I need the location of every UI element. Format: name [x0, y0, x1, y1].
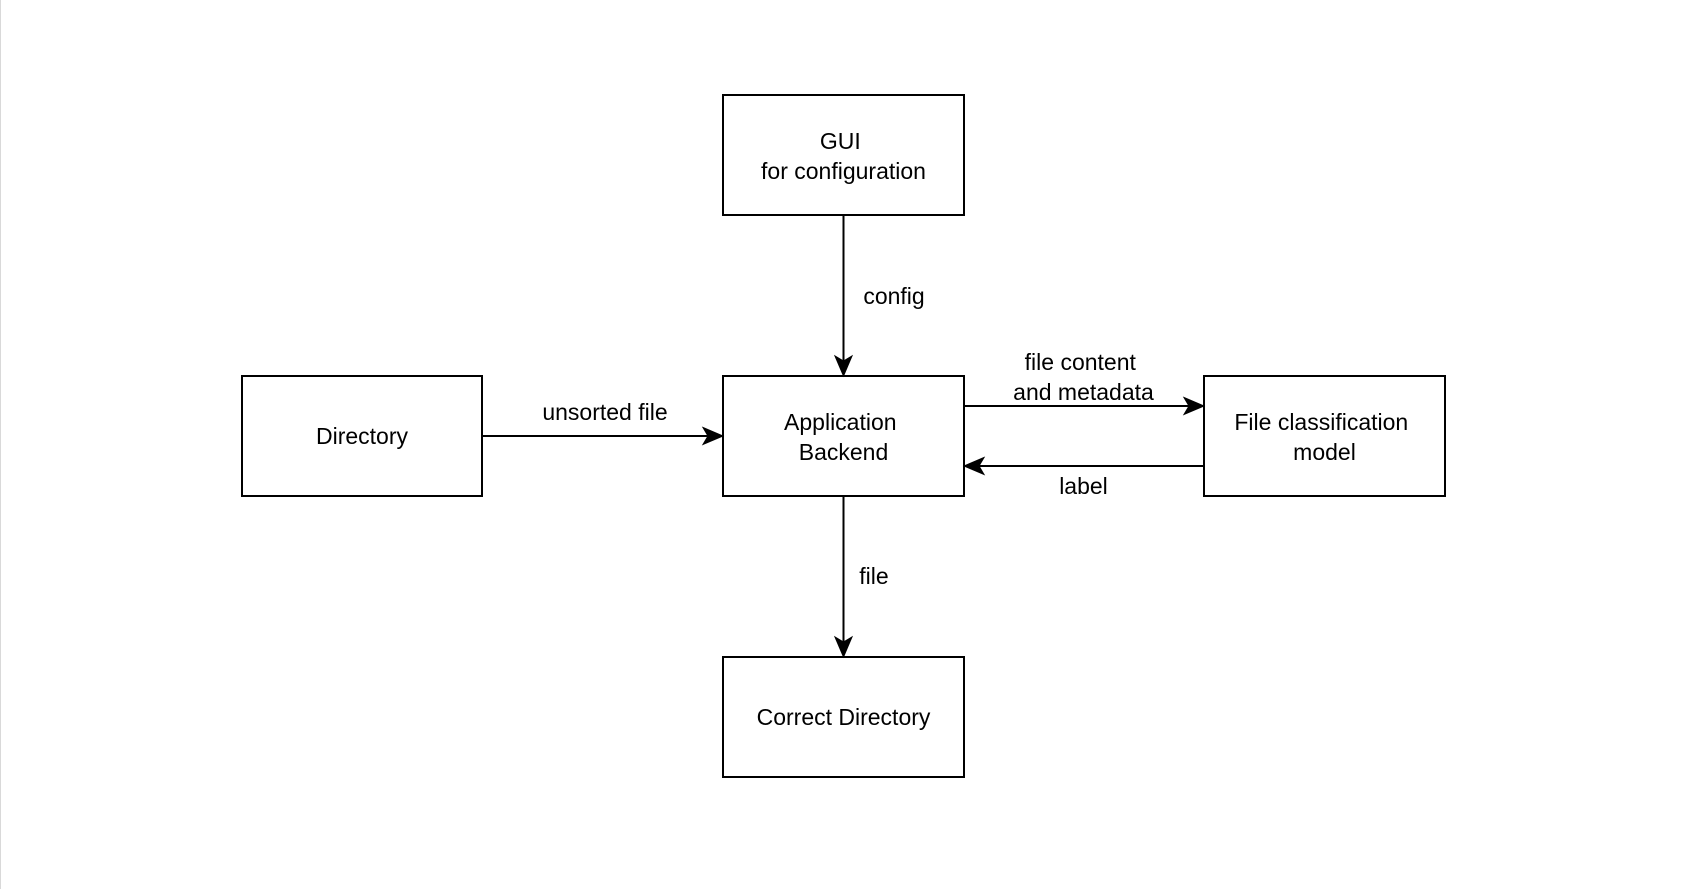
edge-file-content-line-1: file content — [1025, 349, 1137, 375]
edge-file-content-label: file content and metadata — [1013, 349, 1154, 405]
node-classifier-line-2: model — [1293, 439, 1356, 465]
node-gui-line-2: for configuration — [761, 158, 926, 184]
edge-config-arrowhead — [833, 354, 854, 378]
node-directory-box — [241, 375, 483, 497]
node-backend-line-1: Application — [784, 409, 897, 435]
node-correct-directory-box — [722, 656, 965, 778]
node-correct-directory-line-1: Correct Directory — [757, 704, 931, 730]
node-gui-label: GUI for configuration — [761, 128, 926, 184]
edge-unsorted-file-label: unsorted file — [542, 399, 667, 425]
node-classifier-label: File classification model — [1234, 409, 1414, 465]
node-backend-label: Application Backend — [784, 409, 903, 465]
edge-label-label: label — [1059, 473, 1108, 499]
node-classifier-line-1: File classification — [1234, 409, 1408, 435]
edge-label-line-1: label — [1059, 473, 1108, 499]
node-backend-box — [722, 375, 965, 497]
edge-config-label: config — [863, 283, 924, 309]
edge-file: file — [833, 496, 889, 659]
canvas-left-border — [0, 0, 1, 889]
edge-file-arrowhead — [833, 635, 854, 659]
edge-file-content-line-2: and metadata — [1013, 379, 1154, 405]
edge-unsorted-file-line-1: unsorted file — [542, 399, 667, 425]
edge-config-line-1: config — [863, 283, 924, 309]
edge-label: label — [962, 456, 1204, 499]
edge-unsorted-file: unsorted file — [482, 399, 725, 446]
node-classifier: File classification model — [1203, 375, 1446, 497]
edge-file-line-1: file — [859, 563, 888, 589]
node-directory: Directory — [241, 375, 483, 497]
edge-unsorted-file-arrowhead — [701, 426, 725, 446]
node-gui-line-1: GUI — [820, 128, 861, 154]
edge-file-content-arrowhead — [1182, 396, 1206, 416]
edge-file-label: file — [859, 563, 888, 589]
node-directory-line-1: Directory — [316, 423, 409, 449]
node-backend: Application Backend — [722, 375, 965, 497]
node-correct-directory: Correct Directory — [722, 656, 965, 778]
edge-config: config — [833, 215, 925, 378]
node-gui-box — [722, 94, 965, 216]
edge-file-content: file content and metadata — [964, 349, 1206, 416]
node-backend-line-2: Backend — [799, 439, 889, 465]
node-classifier-box — [1203, 375, 1446, 497]
node-gui: GUI for configuration — [722, 94, 965, 216]
node-directory-label: Directory — [316, 423, 409, 449]
edge-label-arrowhead — [962, 456, 986, 476]
node-correct-directory-label: Correct Directory — [757, 704, 931, 730]
